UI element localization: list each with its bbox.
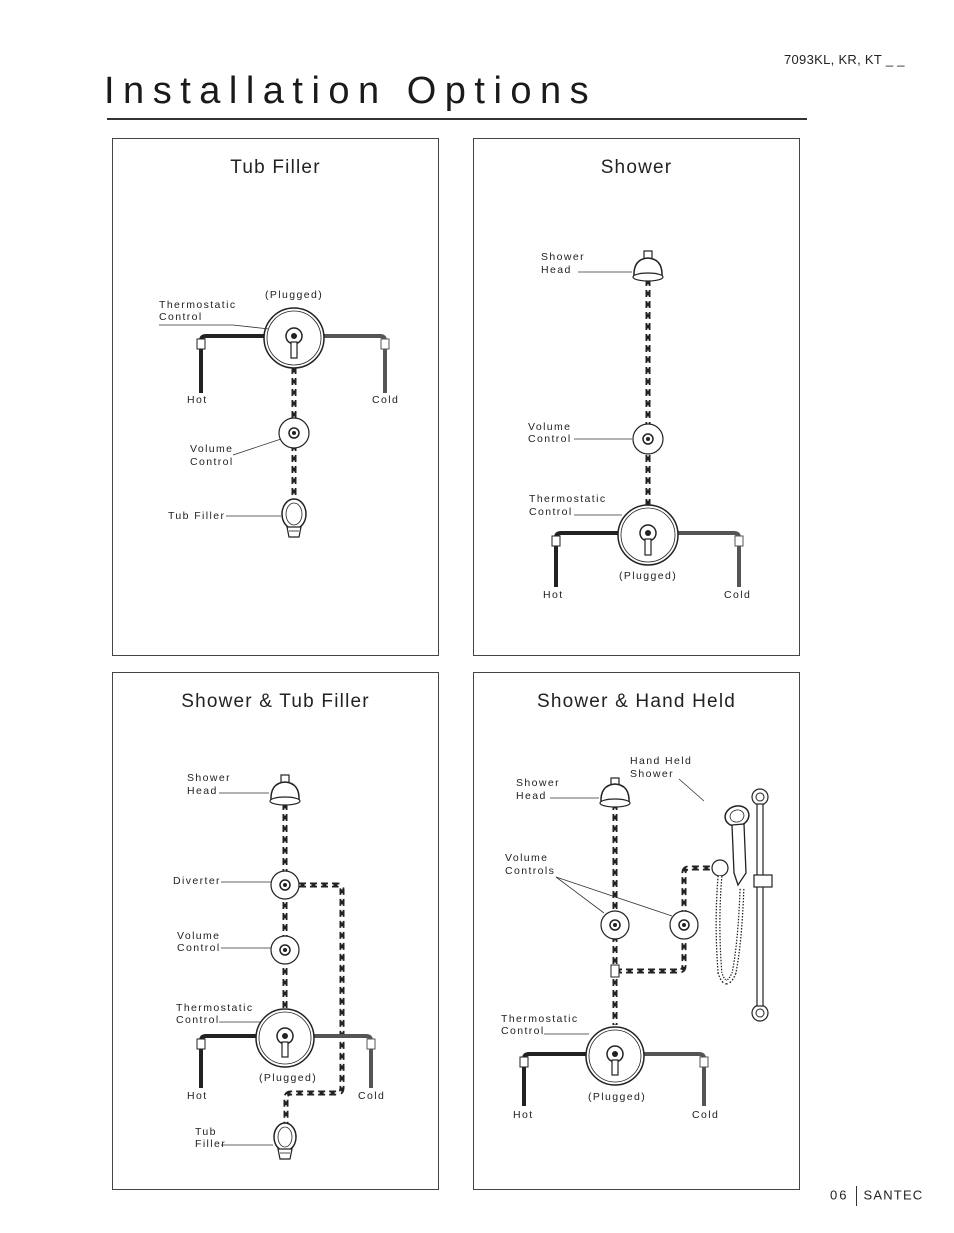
hot-supply-pipe — [522, 1052, 588, 1106]
page-title: Installation Options — [104, 70, 598, 112]
panel-title: Shower — [600, 157, 673, 178]
label-hot: Hot — [543, 589, 564, 601]
shower-head-icon — [632, 250, 664, 282]
label-volume-control: Control — [177, 942, 221, 954]
volume-control-icon — [600, 910, 630, 940]
slide-bar-icon — [751, 788, 773, 1022]
volume-control-icon — [270, 935, 300, 965]
panel-shower-tub-filler: Shower & Tub Filler — [112, 672, 439, 1190]
label-thermostatic: Thermostatic — [159, 299, 236, 311]
shower-tub-diagram: Shower Head Diverter Volume Control Ther… — [173, 772, 385, 1160]
label-diverter: Diverter — [173, 875, 221, 887]
shower-head-icon — [599, 777, 631, 808]
label-head: Head — [516, 790, 547, 802]
label-tub: Tub — [195, 1126, 217, 1138]
label-filler: Filler — [195, 1138, 226, 1150]
model-number: 7093KL, KR, KT _ _ — [784, 52, 905, 67]
label-shower: Shower — [187, 772, 231, 784]
label-thermostatic: Thermostatic — [529, 493, 606, 505]
label-volume-control: Control — [528, 433, 572, 445]
label-plugged: (Plugged) — [259, 1072, 317, 1084]
label-head: Head — [187, 785, 218, 797]
tub-filler-spout-icon — [273, 1122, 297, 1160]
label-cold: Cold — [358, 1090, 385, 1102]
label-thermostatic: Thermostatic — [176, 1002, 253, 1014]
panel-shower-hand-held: Shower & Hand Held — [473, 672, 800, 1190]
thermostatic-valve-icon — [585, 1026, 645, 1086]
label-cold: Cold — [724, 589, 751, 601]
label-volume: Volume — [505, 852, 548, 864]
thermostatic-valve-icon — [263, 307, 325, 369]
volume-control-icon — [278, 417, 310, 449]
page-number: 06 — [830, 1187, 849, 1203]
label-plugged: (Plugged) — [588, 1091, 646, 1103]
cold-supply-pipe — [642, 1052, 706, 1106]
label-tub-filler: Tub Filler — [168, 510, 225, 522]
tub-filler-spout-icon — [281, 498, 307, 538]
shower-hand-held-diagram: Hand Held Shower Shower Head Volume Cont… — [501, 755, 773, 1121]
volume-control-icon — [632, 423, 664, 455]
label-hot: Hot — [513, 1109, 534, 1121]
cold-supply-pipe — [323, 334, 387, 393]
label-volume-control: Control — [190, 456, 234, 468]
hot-supply-pipe — [199, 1034, 259, 1088]
label-thermostatic: Thermostatic — [501, 1013, 578, 1025]
hot-supply-pipe — [199, 334, 265, 393]
label-shower: Shower — [516, 777, 560, 789]
label-volume: Volume — [528, 421, 571, 433]
panel-title: Shower & Tub Filler — [181, 691, 370, 712]
label-controls: Controls — [505, 865, 555, 877]
label-cold: Cold — [692, 1109, 719, 1121]
label-control: Control — [159, 311, 203, 323]
volume-control-icon — [669, 910, 699, 940]
shower-diagram: Shower Head Volume Control Thermostatic … — [528, 250, 751, 601]
label-hot: Hot — [187, 394, 208, 406]
panel-title: Shower & Hand Held — [536, 691, 737, 712]
hot-supply-pipe — [554, 531, 624, 587]
tub-filler-diagram: Thermostatic Control (Plugged) Hot Cold … — [159, 289, 399, 538]
label-control: Control — [529, 506, 573, 518]
diverter-icon — [270, 870, 300, 900]
shower-head-icon — [269, 774, 301, 806]
label-shower: Shower — [541, 251, 585, 263]
cold-supply-pipe — [678, 531, 741, 587]
label-hot: Hot — [187, 1090, 208, 1102]
label-volume: Volume — [190, 443, 233, 455]
label-head: Head — [541, 264, 572, 276]
thermostatic-valve-icon — [617, 504, 679, 566]
brand-name: SANTEC — [863, 1187, 924, 1203]
panel-shower: Shower Shower Hea — [473, 138, 800, 656]
panel-tub-filler: Tub Filler The — [112, 138, 439, 656]
page-footer: 06 SANTEC — [830, 1186, 923, 1206]
hand-held-shower-icon — [724, 805, 750, 887]
panel-title: Tub Filler — [230, 157, 321, 178]
label-plugged: (Plugged) — [265, 289, 323, 301]
label-hand-shower: Shower — [630, 768, 674, 780]
title-rule — [107, 118, 807, 120]
label-plugged: (Plugged) — [619, 570, 677, 582]
label-hand-held: Hand Held — [630, 755, 692, 767]
thermostatic-valve-icon — [255, 1008, 315, 1068]
footer-separator — [856, 1186, 858, 1206]
label-control: Control — [501, 1025, 545, 1037]
label-control: Control — [176, 1014, 220, 1026]
label-cold: Cold — [372, 394, 399, 406]
label-volume: Volume — [177, 930, 220, 942]
wall-connector-icon — [711, 859, 729, 877]
